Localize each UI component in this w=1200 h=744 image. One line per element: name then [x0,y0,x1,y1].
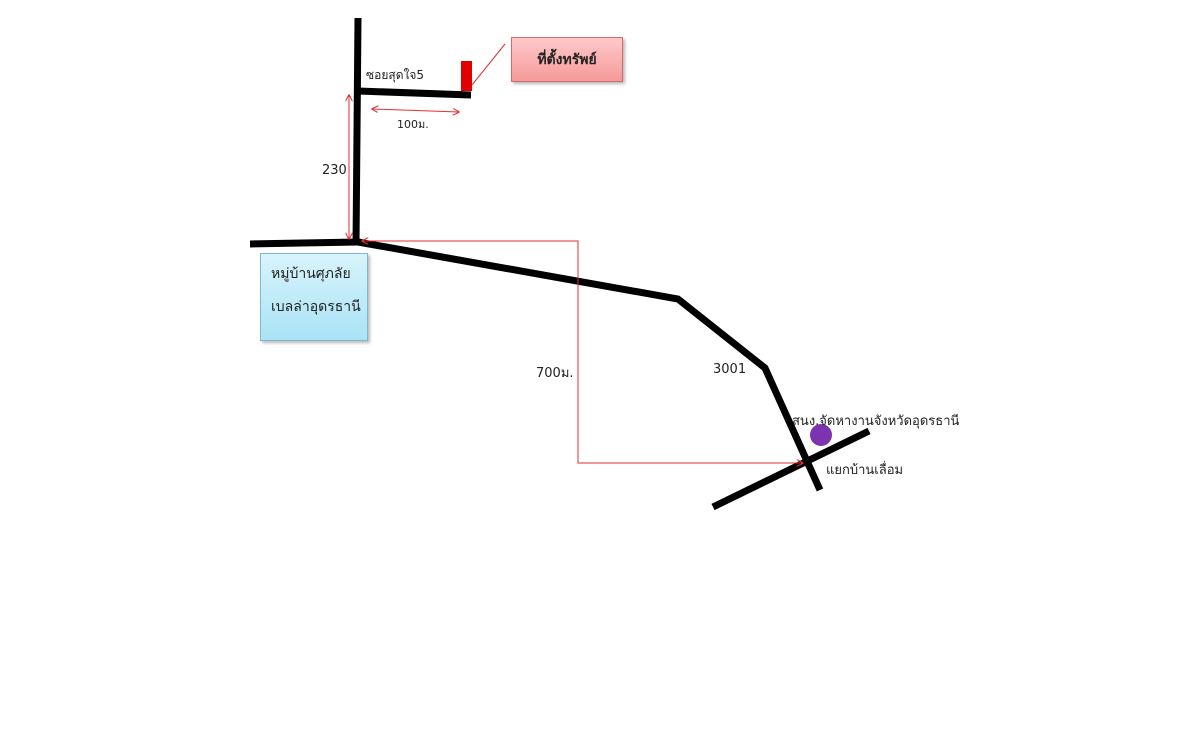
dimension-700m [362,241,803,463]
distance-700m-label: 700ม. [536,366,574,381]
property-callout-line [471,43,506,86]
road-3001 [357,238,824,492]
road-west-stub [249,238,359,248]
road-number-label: 3001 [713,362,747,377]
road-vertical [352,17,362,246]
intersection-label: แยกบ้านเลื่อม [826,463,904,478]
road-soi-sudjai [357,87,472,99]
village-box: หมู่บ้านศุภลัย เบลล่าอุดรธานี [260,253,368,341]
dimension-lines [349,95,803,463]
village-name-line2: เบลล่าอุดรธานี [271,299,361,315]
distance-100m-label: 100ม. [397,118,429,131]
landmark-label: สนง.จัดหางานจังหวัดอุดรธานี [792,414,960,429]
dimension-100m [372,109,459,112]
village-name-line1: หมู่บ้านศุภลัย [271,266,351,282]
property-location-box: ที่ตั้งทรัพย์ [511,37,623,82]
property-marker-icon [461,61,472,91]
property-location-label: ที่ตั้งทรัพย์ [537,51,597,68]
road-cross [711,427,871,511]
soi-label: ซอยสุดใจ5 [366,68,425,82]
landmark-dot-icon [810,424,832,446]
distance-230-label: 230 [322,163,347,178]
